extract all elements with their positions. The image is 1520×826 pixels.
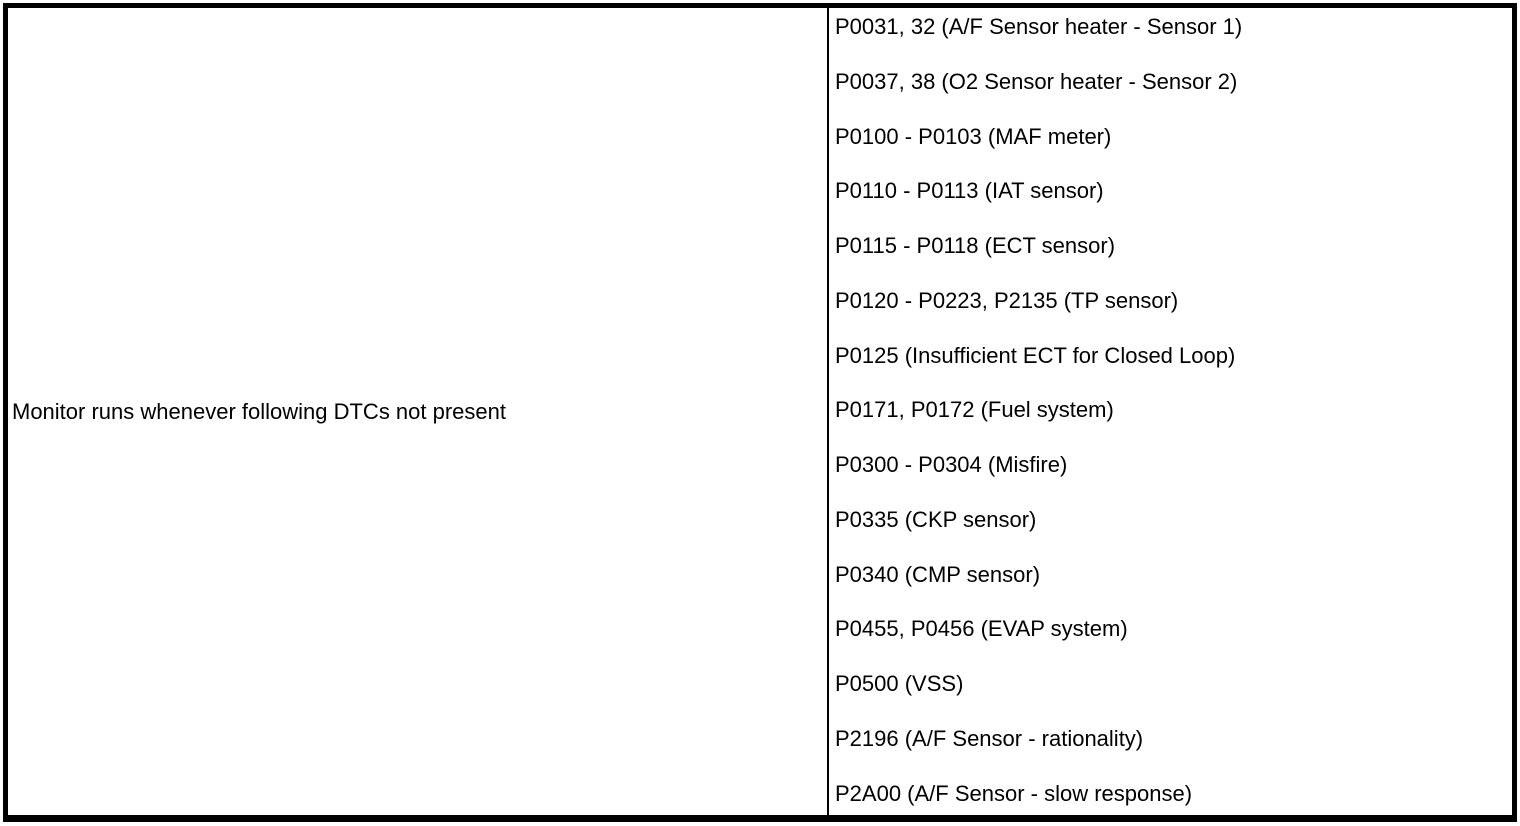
dtc-line: P0335 (CKP sensor)	[835, 506, 1037, 532]
dtc-line: P0340 (CMP sensor)	[835, 561, 1041, 587]
dtc-line: P2A00 (A/F Sensor - slow response)	[835, 780, 1193, 806]
dtc-list-cell: P0031, 32 (A/F Sensor heater - Sensor 1)…	[829, 8, 1512, 815]
dtc-monitor-table: Monitor runs whenever following DTCs not…	[3, 3, 1517, 822]
dtc-line: P0110 - P0113 (IAT sensor)	[835, 178, 1104, 204]
dtc-line: P0031, 32 (A/F Sensor heater - Sensor 1)	[835, 14, 1243, 39]
dtc-line: P0300 - P0304 (Misfire)	[835, 452, 1068, 477]
monitor-condition-cell: Monitor runs whenever following DTCs not…	[8, 8, 829, 815]
dtc-line: P2196 (A/F Sensor - rationality)	[835, 725, 1144, 751]
dtc-line: P0115 - P0118 (ECT sensor)	[835, 233, 1116, 258]
dtc-line: P0037, 38 (O2 Sensor heater - Sensor 2)	[835, 68, 1238, 94]
dtc-line: P0500 (VSS)	[835, 671, 964, 696]
monitor-condition-text: Monitor runs whenever following DTCs not…	[12, 398, 507, 424]
dtc-line: P0171, P0172 (Fuel system)	[835, 397, 1114, 423]
dtc-line: P0125 (Insufficient ECT for Closed Loop)	[835, 342, 1236, 368]
dtc-line: P0100 - P0103 (MAF meter)	[835, 123, 1112, 149]
dtc-line: P0120 - P0223, P2135 (TP sensor)	[835, 287, 1179, 313]
dtc-line: P0455, P0456 (EVAP system)	[835, 616, 1128, 642]
